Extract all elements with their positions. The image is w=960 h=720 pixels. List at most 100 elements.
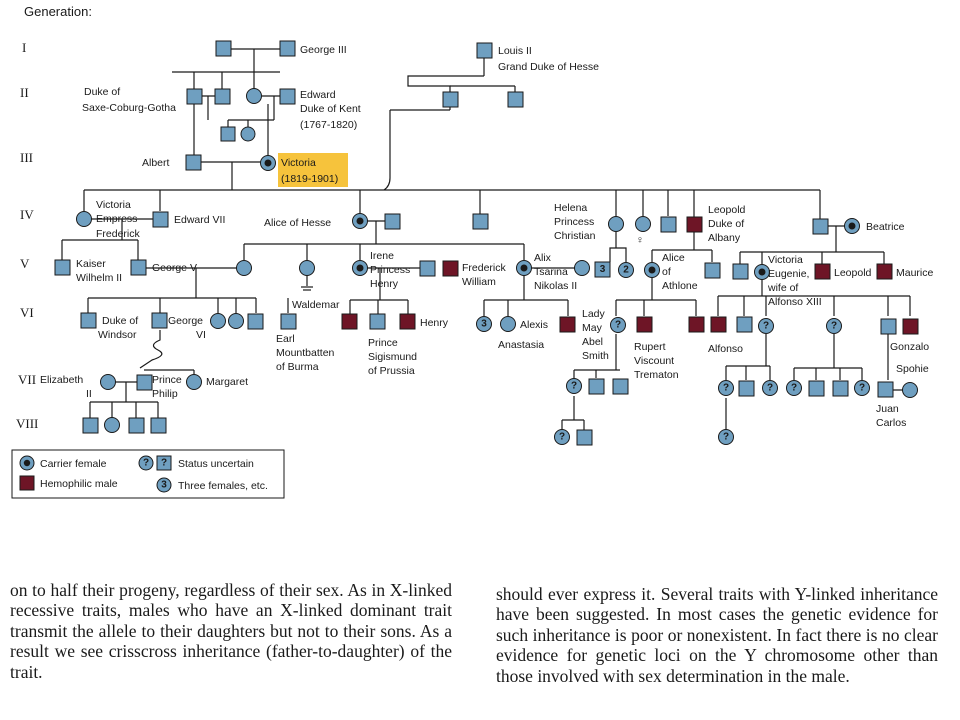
gen-label-6: VI	[20, 305, 34, 320]
body-text-left: on to half their progeny, regardless of …	[10, 579, 452, 682]
legend-three-label: Three females, etc.	[178, 480, 268, 492]
label-saxe-2: Saxe-Coburg-Gotha	[82, 102, 176, 114]
label-victoria-dates: (1819-1901)	[281, 173, 338, 185]
pedigree-edges	[61, 48, 911, 430]
legend: Carrier female Hemophilic male ? ? Statu…	[11, 449, 285, 499]
mark-three-2: 3	[481, 319, 487, 330]
female-vii-spain-4	[786, 380, 802, 396]
male-vi-5	[247, 313, 264, 330]
female-helena	[608, 216, 624, 232]
female-vi-4	[228, 313, 244, 329]
label-vic-emp-2: Empress	[96, 213, 137, 225]
mark-two: 2	[623, 265, 629, 276]
mark-uncertain-spain-4: ?	[831, 321, 837, 332]
label-alexis: Alexis	[520, 319, 548, 331]
male-ii-child	[220, 126, 236, 142]
female-victoria-eugenie	[754, 264, 770, 280]
label-alfonso: Alfonso	[708, 343, 743, 355]
male-v-three	[594, 261, 611, 278]
label-sig-3: of Prussia	[368, 365, 415, 377]
female-iv-6	[635, 216, 651, 232]
label-irene-1: Irene	[370, 250, 394, 262]
female-lady-may	[610, 317, 626, 333]
label-george-vi-2: VI	[196, 329, 206, 341]
label-george-v: George V	[152, 262, 197, 274]
male-viii-4	[150, 417, 167, 434]
female-victoria-empress	[76, 211, 92, 227]
mark-three: 3	[600, 264, 606, 275]
label-alice-hesse: Alice of Hesse	[264, 217, 331, 229]
label-saxe-1: Duke of	[84, 86, 120, 98]
label-may-2: May	[582, 322, 603, 334]
mark-uncertain-viii-2: ?	[723, 432, 729, 443]
label-margaret: Margaret	[206, 376, 248, 388]
label-windsor-1: Duke of	[102, 315, 138, 327]
male-vii-spain-5	[808, 380, 825, 397]
male-george-v	[130, 259, 147, 276]
gen-label-7: VII	[18, 372, 36, 387]
male-iv-7	[660, 216, 677, 233]
label-leopold-1: Leopold	[708, 204, 746, 216]
male-iv-louis-line	[472, 213, 489, 230]
mark-uncertain-vii-4: ?	[791, 383, 797, 394]
male-edward-kent	[279, 88, 296, 105]
male-viii-may-2	[576, 429, 593, 446]
male-edward-vii	[152, 211, 169, 228]
label-alix-3: Nikolas II	[534, 280, 577, 292]
label-female-iv-6-mark: ♀	[636, 234, 644, 246]
legend-uncertain-label: Status uncertain	[178, 458, 254, 470]
male-duke-windsor	[80, 312, 97, 329]
label-may-3: Abel	[582, 336, 603, 348]
label-edward-2: Duke of Kent	[300, 103, 361, 115]
male-vii-may-3	[612, 378, 629, 395]
gen-label-4: IV	[20, 207, 34, 222]
male-iv-hesse-husband	[384, 213, 401, 230]
label-may-1: Lady	[582, 308, 606, 320]
male-frederick-william	[442, 260, 459, 277]
male-viii-3	[128, 417, 145, 434]
legend-hemophilic-icon	[19, 475, 35, 491]
female-alix	[516, 260, 532, 276]
female-vii-spain-7	[854, 380, 870, 396]
label-leopold-v: Leopold	[834, 267, 872, 279]
male-kaiser-wilhelm	[54, 259, 71, 276]
mark-uncertain-viii-1: ?	[559, 432, 565, 443]
male-george-iii	[279, 40, 296, 57]
label-kaiser-2: Wilhelm II	[76, 272, 122, 284]
female-ii-3	[246, 88, 262, 104]
male-waldemar	[341, 313, 358, 330]
female-ii-child	[240, 126, 256, 142]
label-earl-1: Earl	[276, 333, 295, 345]
male-prince-sigismund	[369, 313, 386, 330]
label-leopold-3: Albany	[708, 232, 741, 244]
label-juan-2: Carlos	[876, 417, 906, 429]
male-v-beatrice-1	[732, 263, 749, 280]
mark-uncertain-spain-3: ?	[763, 321, 769, 332]
male-alfonso	[710, 316, 727, 333]
male-ii-2	[214, 88, 231, 105]
male-vii-may-2	[588, 378, 605, 395]
victoria-highlight	[278, 153, 348, 187]
female-margaret	[186, 374, 202, 390]
female-vii-spain-3	[762, 380, 778, 396]
female-alice-hesse	[352, 213, 368, 229]
male-louis-ii	[476, 42, 493, 59]
female-v-4	[299, 260, 315, 276]
label-beatrice: Beatrice	[866, 221, 905, 233]
label-louis-ii: Louis II	[498, 45, 532, 57]
label-windsor-2: Windsor	[98, 329, 137, 341]
label-philip-1: Prince	[152, 374, 182, 386]
gen-label-5: V	[20, 256, 30, 271]
male-earl-mountbatten	[280, 313, 297, 330]
male-gonzalo	[902, 318, 919, 335]
legend-carrier-icon	[19, 455, 35, 471]
label-helena-1: Helena	[554, 202, 587, 214]
label-earl-2: Mountbatten	[276, 347, 335, 359]
male-beatrice-husband	[812, 218, 829, 235]
body-text-right: should ever express it. Several traits w…	[496, 583, 938, 686]
label-george-vi-1: George	[168, 315, 203, 327]
legend-three-mark: 3	[161, 480, 167, 491]
legend-uncertain-male-mark: ?	[161, 458, 167, 469]
label-edward-vii: Edward VII	[174, 214, 225, 226]
female-beatrice	[844, 218, 860, 234]
